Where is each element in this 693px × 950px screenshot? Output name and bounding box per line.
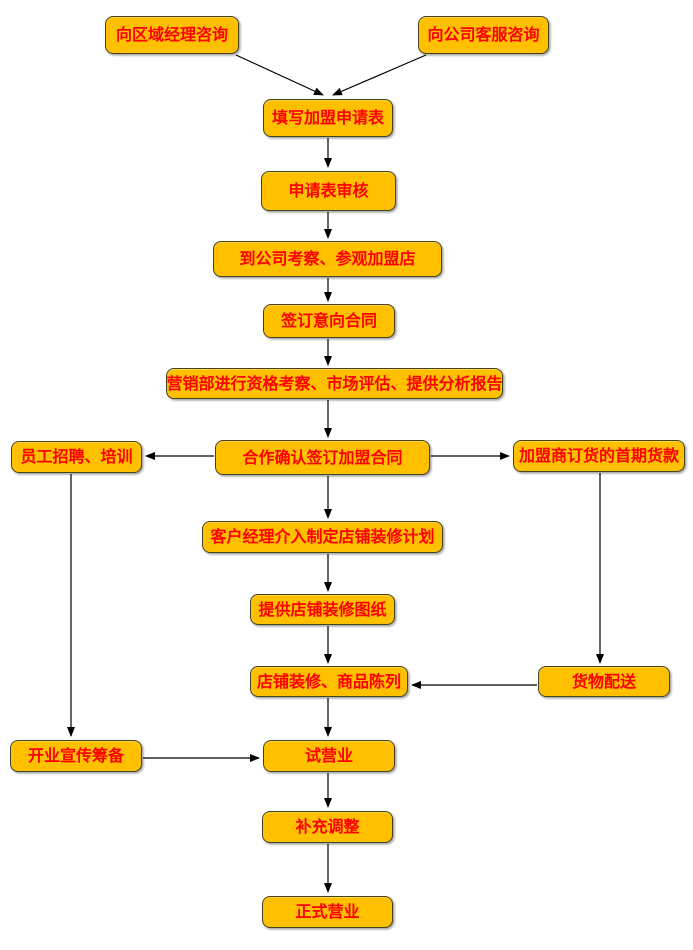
node-official-opening: 正式营业 [262, 896, 393, 928]
node-application-review: 申请表审核 [261, 171, 396, 211]
node-confirm-franchise-contract: 合作确认签订加盟合同 [215, 440, 430, 475]
node-consult-customer-service: 向公司客服咨询 [418, 16, 549, 54]
node-marketing-assessment: 营销部进行资格考察、市场评估、提供分析报告 [166, 368, 503, 399]
node-goods-delivery: 货物配送 [538, 666, 670, 697]
node-sign-intent-contract: 签订意向合同 [263, 304, 395, 338]
node-consult-regional-manager: 向区域经理咨询 [105, 16, 239, 54]
node-supplementary-adjustment: 补充调整 [262, 811, 393, 843]
node-renovation-drawings: 提供店铺装修图纸 [250, 594, 395, 625]
node-store-decoration-display: 店铺装修、商品陈列 [250, 666, 408, 697]
node-trial-operation: 试营业 [263, 740, 395, 772]
node-staff-recruitment-training: 员工招聘、培训 [11, 441, 142, 473]
edge-consult-customer-service-to-fill-application-form [332, 54, 427, 96]
node-company-visit: 到公司考察、参观加盟店 [213, 241, 442, 277]
node-store-renovation-plan: 客户经理介入制定店铺装修计划 [202, 521, 443, 553]
node-opening-promotion-prep: 开业宣传筹备 [10, 740, 142, 772]
node-fill-application-form: 填写加盟申请表 [263, 99, 393, 137]
edge-consult-regional-manager-to-fill-application-form [235, 54, 324, 96]
node-initial-goods-payment: 加盟商订货的首期货款 [513, 440, 685, 472]
